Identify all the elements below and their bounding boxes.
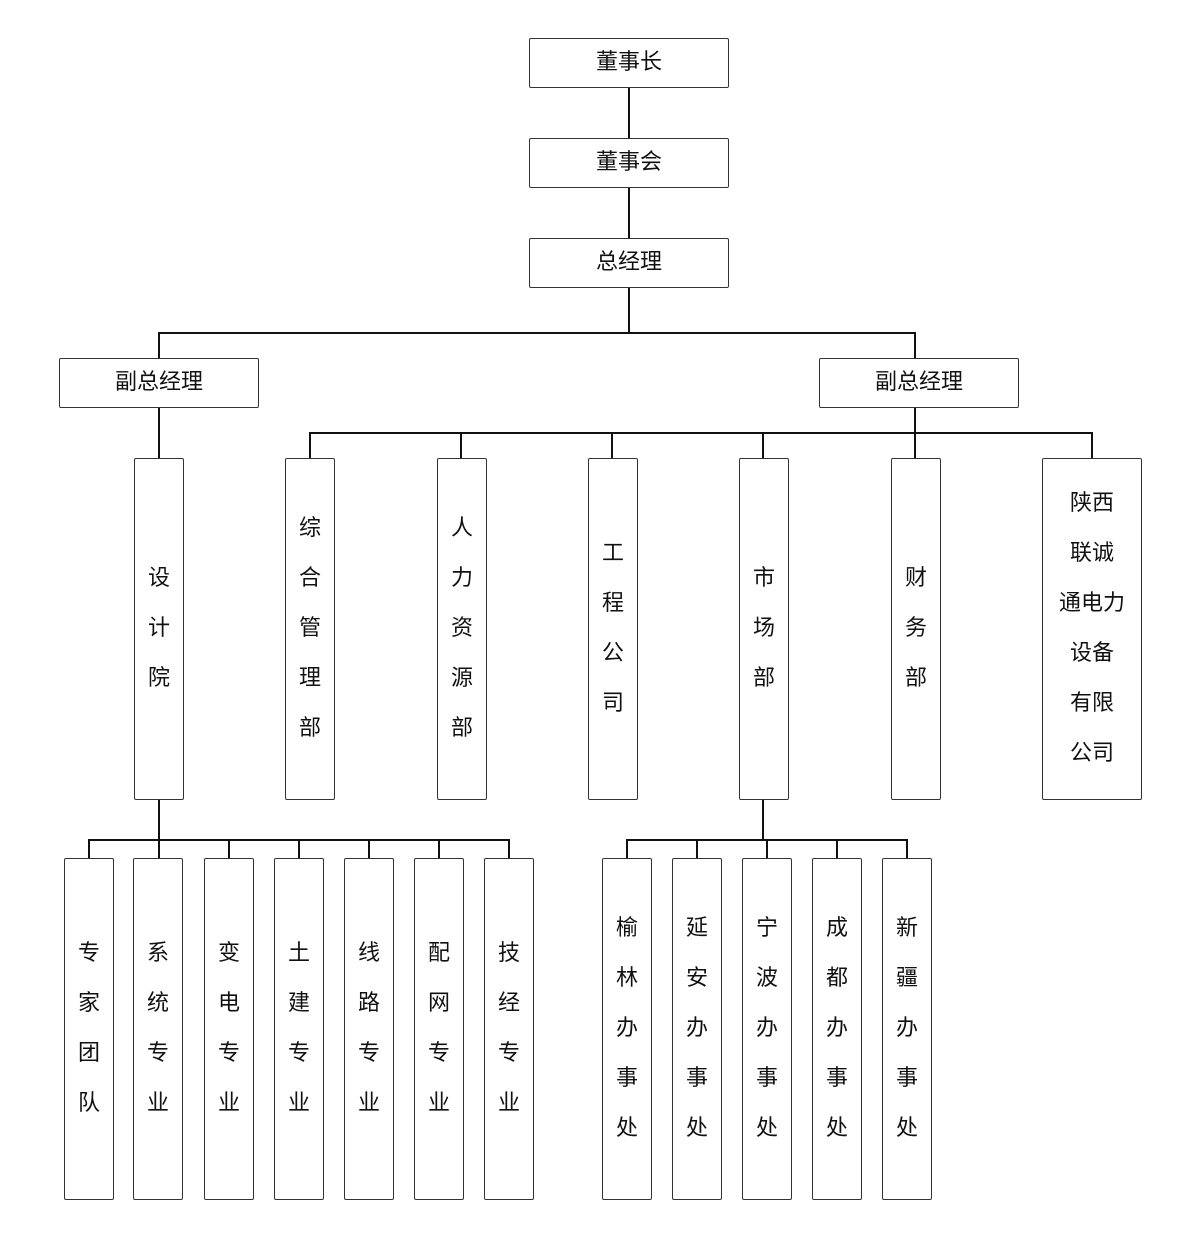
general-manager-box: 总经理 xyxy=(529,238,729,288)
chairman-box: 董事长 xyxy=(529,38,729,88)
office-label: 延 安 办 事 处 xyxy=(685,916,708,1141)
office-label: 宁 波 办 事 处 xyxy=(755,916,778,1141)
chairman-label: 董事长 xyxy=(595,49,662,75)
marketing-box: 市 场 部 xyxy=(739,458,789,800)
office-label: 榆 林 办 事 处 xyxy=(615,916,638,1141)
design-team-label: 线 路 专 业 xyxy=(357,941,380,1116)
subsidiary-company-box: 陕西 联诚 通电力 设备 有限 公司 xyxy=(1042,458,1142,800)
design-team-label: 专 家 团 队 xyxy=(77,941,100,1116)
design-team-box: 土 建 专 业 xyxy=(274,858,324,1200)
general-manager-label: 总经理 xyxy=(595,249,662,275)
office-box: 榆 林 办 事 处 xyxy=(602,858,652,1200)
design-team-box: 变 电 专 业 xyxy=(204,858,254,1200)
design-team-box: 系 统 专 业 xyxy=(133,858,183,1200)
vice-gm-right-box: 副总经理 xyxy=(819,358,1019,408)
design-team-label: 土 建 专 业 xyxy=(287,941,310,1116)
design-institute-box: 设 计 院 xyxy=(134,458,184,800)
design-institute-label: 设 计 院 xyxy=(147,566,170,691)
engineering-company-label: 工 程 公 司 xyxy=(601,541,624,716)
general-management-label: 综 合 管 理 部 xyxy=(298,516,321,741)
subsidiary-company-label: 陕西 联诚 通电力 设备 有限 公司 xyxy=(1058,491,1125,766)
design-team-box: 专 家 团 队 xyxy=(64,858,114,1200)
design-team-label: 配 网 专 业 xyxy=(427,941,450,1116)
design-team-label: 系 统 专 业 xyxy=(146,941,169,1116)
human-resources-box: 人 力 资 源 部 xyxy=(437,458,487,800)
finance-box: 财 务 部 xyxy=(891,458,941,800)
office-label: 成 都 办 事 处 xyxy=(825,916,848,1141)
office-box: 延 安 办 事 处 xyxy=(672,858,722,1200)
design-team-box: 线 路 专 业 xyxy=(344,858,394,1200)
office-box: 宁 波 办 事 处 xyxy=(742,858,792,1200)
human-resources-label: 人 力 资 源 部 xyxy=(450,516,473,741)
board-label: 董事会 xyxy=(595,149,662,175)
office-box: 成 都 办 事 处 xyxy=(812,858,862,1200)
office-box: 新 疆 办 事 处 xyxy=(882,858,932,1200)
board-box: 董事会 xyxy=(529,138,729,188)
design-team-box: 配 网 专 业 xyxy=(414,858,464,1200)
engineering-company-box: 工 程 公 司 xyxy=(588,458,638,800)
vice-gm-left-box: 副总经理 xyxy=(59,358,259,408)
design-team-box: 技 经 专 业 xyxy=(484,858,534,1200)
design-team-label: 技 经 专 业 xyxy=(497,941,520,1116)
vice-gm-right-label: 副总经理 xyxy=(874,369,963,395)
marketing-label: 市 场 部 xyxy=(752,566,775,691)
general-management-box: 综 合 管 理 部 xyxy=(285,458,335,800)
design-team-label: 变 电 专 业 xyxy=(217,941,240,1116)
finance-label: 财 务 部 xyxy=(904,566,927,691)
office-label: 新 疆 办 事 处 xyxy=(895,916,918,1141)
vice-gm-left-label: 副总经理 xyxy=(114,369,203,395)
